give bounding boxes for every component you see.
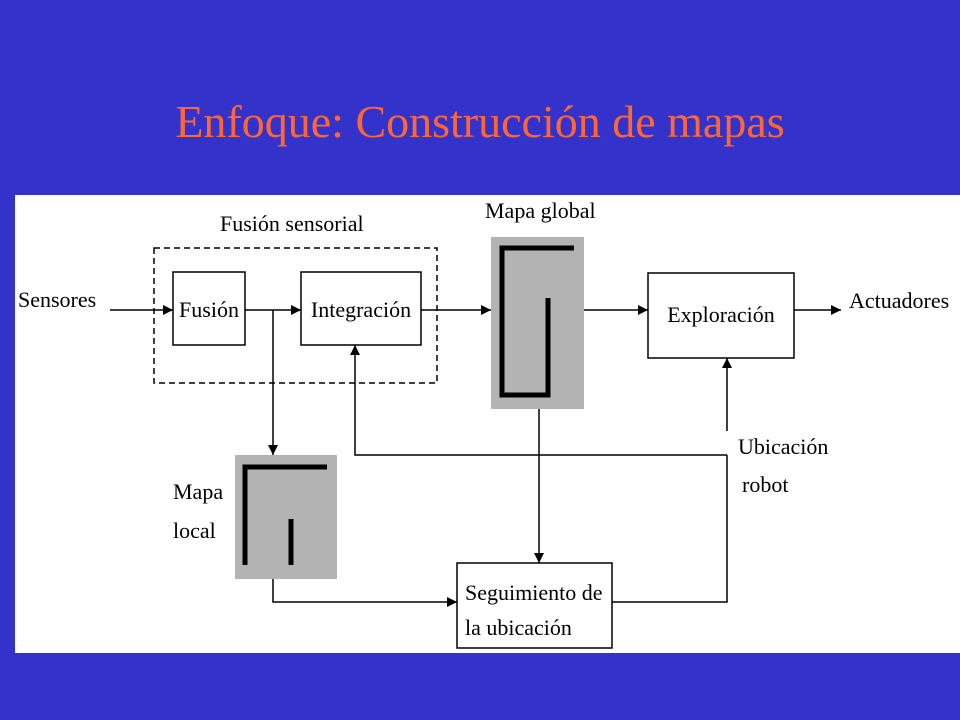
local-map-label-line2: local	[173, 518, 216, 543]
location-tracking-label-line2: la ubicación	[465, 615, 572, 640]
diagram-panel: Fusión sensorial Sensores Fusión Integra…	[15, 195, 960, 653]
local-map	[235, 455, 337, 579]
local-map-label-line1: Mapa	[173, 479, 223, 504]
location-tracking-label-line1: Seguimiento de	[465, 580, 602, 605]
actuators-label: Actuadores	[849, 288, 949, 313]
location-tracking-box	[456, 562, 613, 649]
local-map-walls	[242, 464, 327, 565]
diagram-canvas: Fusión sensorial Sensores Fusión Integra…	[18, 198, 949, 649]
arrow-location-to-integration	[350, 345, 727, 456]
fusion-box	[172, 271, 246, 346]
sensors-label: Sensores	[18, 287, 96, 312]
global-map	[491, 237, 584, 409]
robot-location-label-line1: Ubicación	[738, 434, 828, 459]
exploration-box-label: Exploración	[667, 302, 775, 327]
global-map-label: Mapa global	[485, 198, 596, 223]
sensor-fusion-group	[153, 247, 438, 384]
fusion-box-label: Fusión	[179, 297, 239, 322]
integration-box	[300, 271, 422, 346]
arrow-local-map-to-tracking	[272, 579, 457, 607]
robot-location-label-line2: robot	[742, 472, 788, 497]
sensor-fusion-group-label: Fusión sensorial	[220, 211, 364, 236]
slide-title: Enfoque: Construcción de mapas	[175, 96, 785, 147]
exploration-box	[647, 272, 795, 359]
line-tracking-to-location	[612, 455, 728, 603]
integration-box-label: Integración	[311, 297, 411, 322]
global-map-walls	[499, 245, 574, 398]
